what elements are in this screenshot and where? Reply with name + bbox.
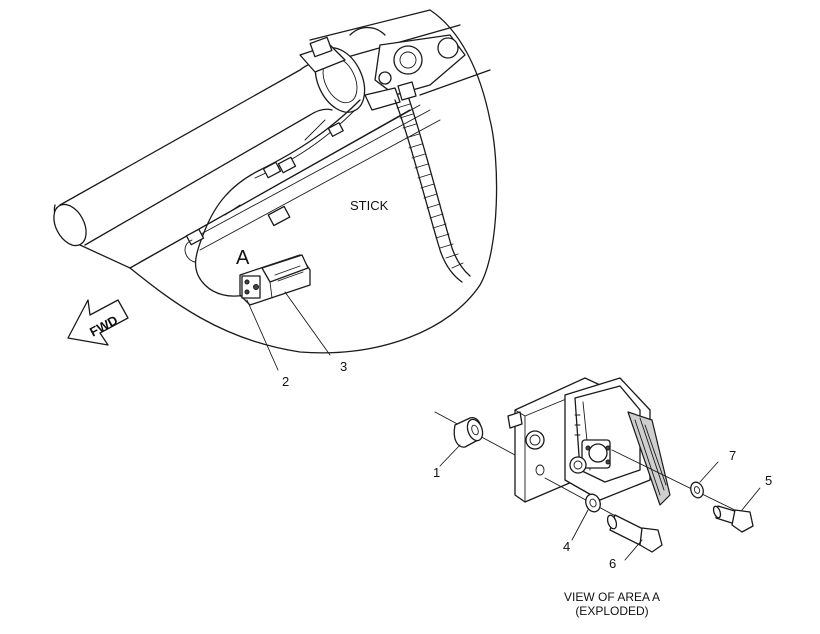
callout-2: 2 (282, 374, 289, 389)
bolt-part-6: 6 (606, 514, 663, 571)
exploded-view (507, 377, 671, 506)
callout-2-leader (246, 299, 279, 371)
area-a-label: A (236, 247, 250, 269)
spacer-part-1: 1 (433, 411, 516, 480)
callout-6: 6 (609, 556, 616, 571)
stick-label: STICK (350, 198, 389, 213)
stick-assembly (53, 9, 498, 354)
callout-5: 5 (765, 473, 772, 488)
callout-7: 7 (729, 448, 736, 463)
callout-1: 1 (433, 465, 440, 480)
caption-line-2: (EXPLODED) (575, 604, 648, 618)
forward-arrow-icon: FWD (67, 299, 129, 346)
washer-part-7: 7 (611, 448, 746, 516)
screw-part-5: 5 (712, 473, 772, 533)
caption-line-1: VIEW OF AREA A (564, 590, 660, 604)
callout-3: 3 (340, 359, 347, 374)
sensor-module (239, 254, 311, 306)
callout-3-leader (284, 291, 331, 356)
callout-4: 4 (563, 539, 570, 554)
